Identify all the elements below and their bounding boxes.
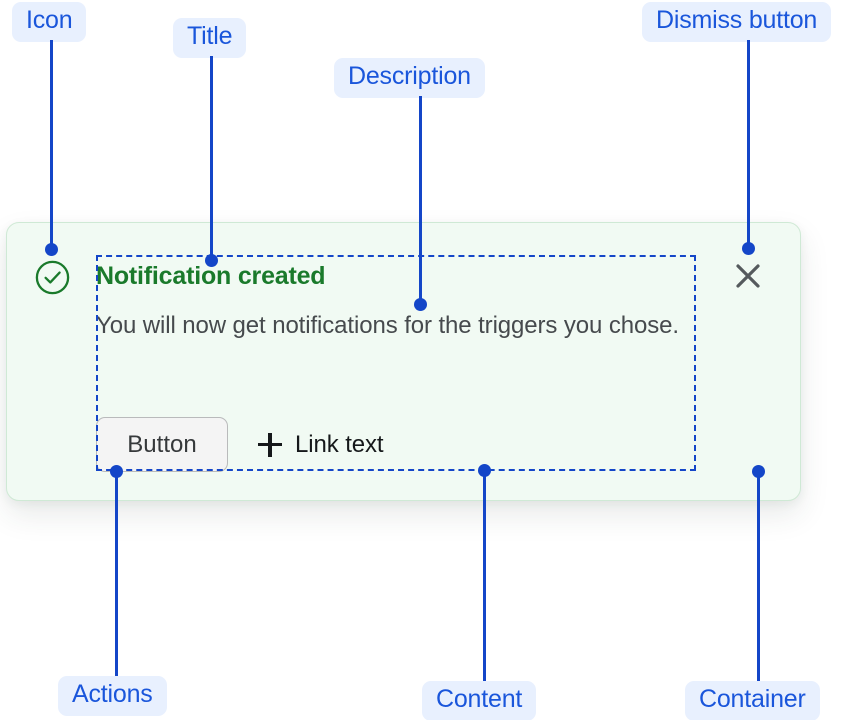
close-icon [736,264,760,288]
leader-dot-dismiss-button [742,242,755,255]
leader-dot-description [414,298,427,311]
annotation-label-title: Title [173,18,247,58]
notification-description: You will now get notifications for the t… [96,312,679,339]
notification-actions: Button Link text [96,417,384,472]
leader-dot-content [478,464,491,477]
annotation-label-icon: Icon [12,2,87,42]
leader-line-container [757,472,760,681]
leader-line-content [483,471,486,681]
annotation-label-description: Description [334,58,485,98]
annotation-label-actions: Actions [58,676,167,716]
leader-line-icon [50,40,53,248]
annotation-label-content: Content [422,681,537,720]
annotation-label-container: Container [685,681,820,720]
link-action[interactable]: Link text [258,430,384,459]
leader-dot-icon [45,243,58,256]
link-action-label: Link text [295,430,384,458]
leader-dot-actions [110,465,123,478]
leader-line-title [210,56,213,259]
circle-check-icon [35,260,70,295]
leader-dot-title [205,254,218,267]
leader-line-dismiss-button [747,40,750,249]
primary-action-button[interactable]: Button [96,417,228,472]
plus-icon [258,432,282,457]
dismiss-button[interactable] [731,259,765,293]
leader-dot-container [752,465,765,478]
leader-line-description [419,96,422,303]
leader-line-actions [115,472,118,676]
annotation-label-dismiss-button: Dismiss button [642,2,832,42]
